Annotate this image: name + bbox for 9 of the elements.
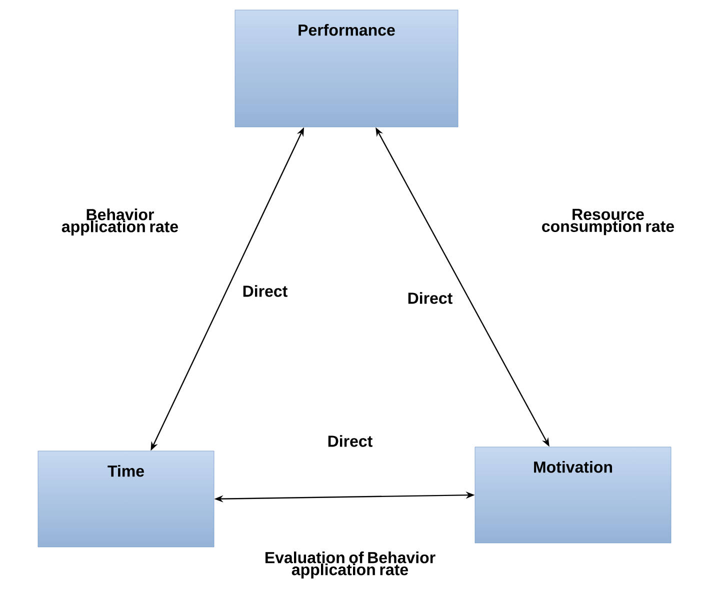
edge-label: Direct: [326, 434, 374, 448]
note: Behavior application rate: [62, 208, 178, 236]
process-box: Time: [38, 450, 214, 548]
process-box: Performance: [234, 10, 458, 128]
edge-label: Direct: [406, 291, 454, 305]
edge-label: Direct: [241, 284, 289, 298]
note: Resource consumption rate: [542, 208, 674, 236]
note: Evaluation of Behavior application rate: [266, 552, 436, 578]
process-box: Motivation: [474, 446, 672, 544]
